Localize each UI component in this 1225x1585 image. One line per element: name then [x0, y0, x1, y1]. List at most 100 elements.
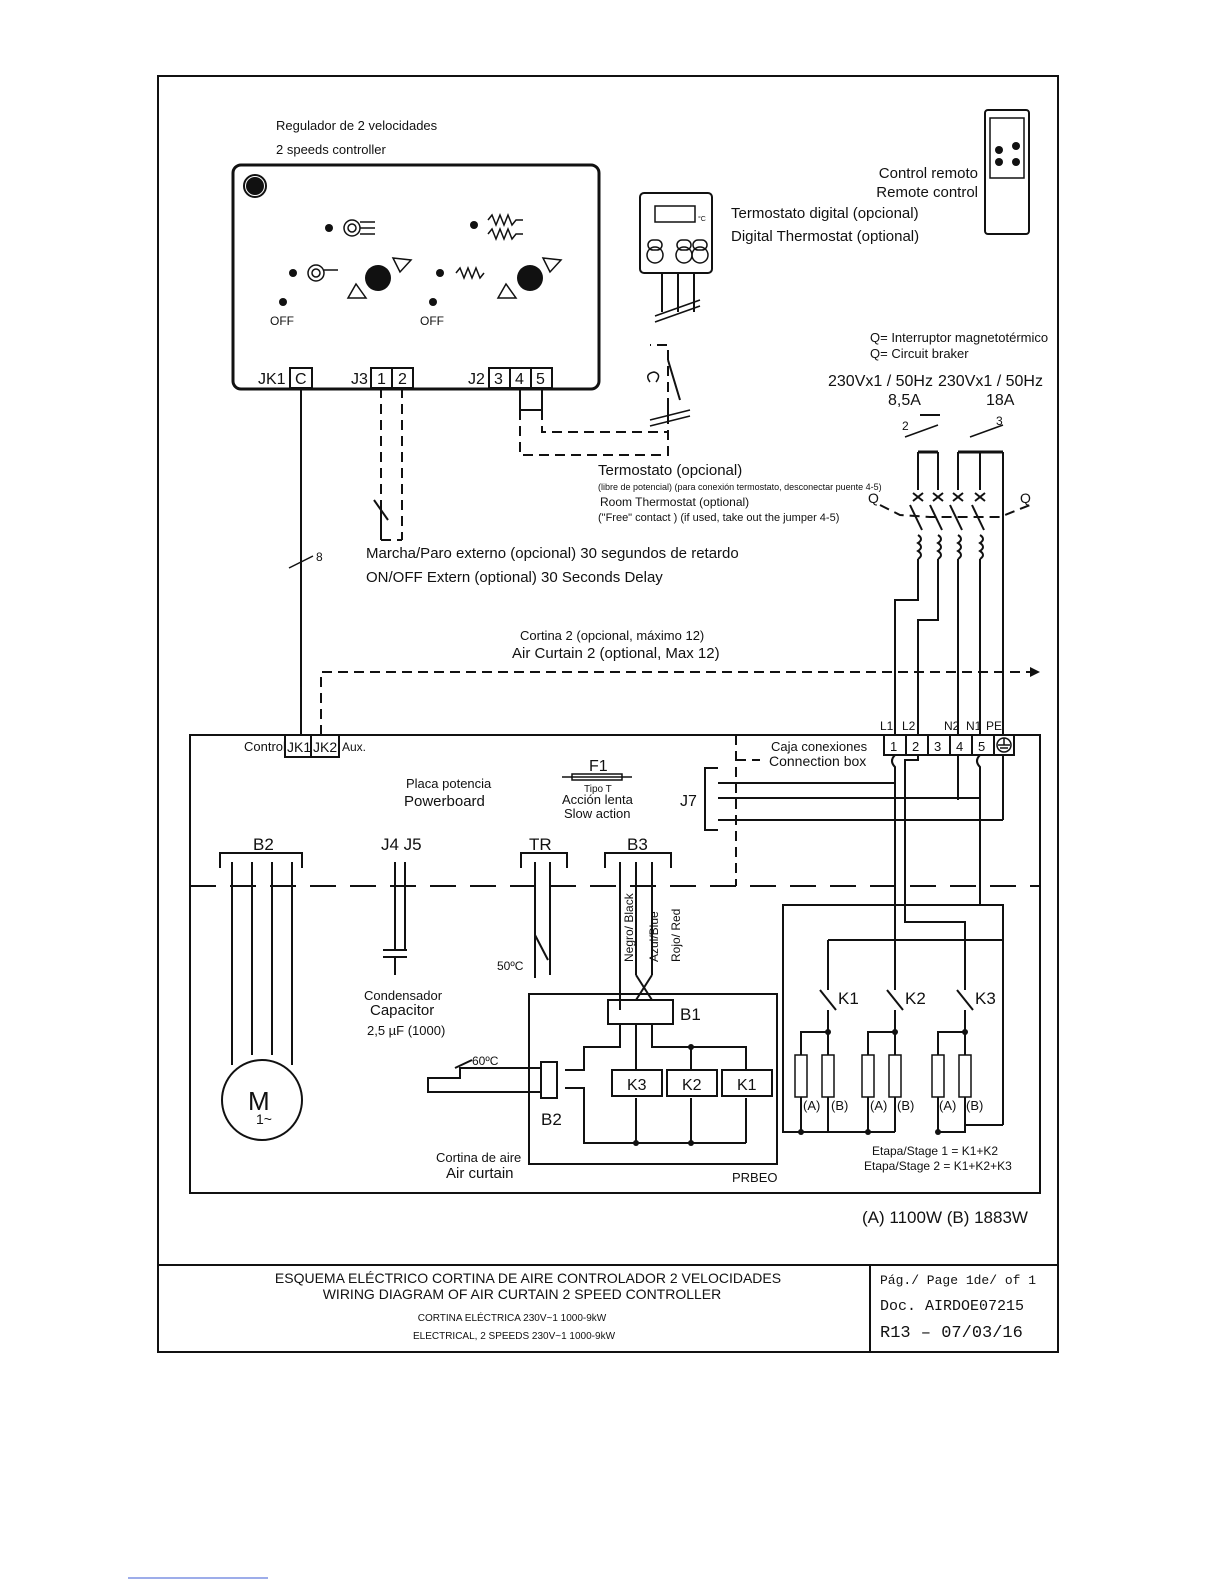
contactor-switches [800, 975, 974, 1055]
fan-off-label: OFF [270, 314, 294, 328]
terminal-n1: N1 [966, 719, 982, 733]
room-thermostat-wire-2 [541, 410, 668, 433]
terminal-2: 2 [912, 739, 919, 754]
thermostat-break-1 [654, 299, 701, 317]
controller-title-en: 2 speeds controller [276, 142, 387, 157]
supply2-amp: 18A [986, 392, 1015, 409]
capacitor-label-en: Capacitor [370, 1002, 434, 1019]
digital-thermostat-label-es: Termostato digital (opcional) [731, 205, 919, 222]
powerboard-frame [189, 734, 1041, 1194]
terminal-3: 3 [934, 739, 941, 754]
stage1-label: Etapa/Stage 1 = K1+K2 [872, 1144, 998, 1158]
fan-low-icon [307, 264, 338, 282]
controller-jk1-label: JK1 [258, 371, 286, 388]
powerboard-label-es: Placa potencia [406, 776, 492, 791]
curtain-label-es: Cortina de aire [436, 1150, 521, 1165]
controller-j2-label: J2 [468, 371, 485, 388]
control-label: Control [244, 739, 286, 754]
j7-label: J7 [680, 793, 697, 810]
safety-thermostat-switch-icon [454, 1059, 473, 1069]
thermostat-unit: °C [698, 215, 706, 223]
heater-b-1: (B) [831, 1098, 848, 1113]
b2-sub-label: B2 [541, 1110, 562, 1129]
thermostat-buttons-icon [646, 239, 709, 264]
remote-label-en: Remote control [876, 184, 978, 201]
curtain2-link [320, 671, 1030, 735]
supply2-wire-tick [969, 424, 1004, 438]
subtitle-en: ELECTRICAL, 2 SPEEDS 230V~1 1000-9kW [413, 1331, 616, 1342]
onoff-switch-blade [373, 499, 389, 521]
contactor-k1: K1 [838, 989, 859, 1008]
room-thermostat-note-es: (libre de potencial) (para conexión term… [598, 482, 882, 492]
b1-connector [607, 999, 674, 1025]
contactor-k2: K2 [905, 989, 926, 1008]
heat-knob[interactable] [517, 265, 543, 291]
curtain-label-en: Air curtain [446, 1165, 514, 1182]
room-thermostat-title-en: Room Thermostat (optional) [600, 495, 749, 509]
breaker-label-es: Q= Interruptor magnetotérmico [870, 330, 1048, 345]
b1-label: B1 [680, 1005, 701, 1024]
fuse-type: Tipo T [584, 784, 612, 795]
tr-temp: 50ºC [497, 959, 524, 973]
power-rating: (A) 1100W (B) 1883W [862, 1208, 1028, 1227]
ground-icon [996, 737, 1012, 753]
thermostat-display [654, 205, 696, 223]
fan-up-arrow-icon [391, 257, 413, 274]
b3-connector [604, 852, 672, 868]
heat-high-led [470, 221, 478, 229]
heat-down-arrow-icon [496, 282, 518, 299]
prbeo-wiring [565, 1024, 747, 1146]
j4j5-label: J4 J5 [381, 835, 422, 854]
breaker-q-right: Q [1020, 490, 1031, 506]
onoff-label-es: Marcha/Paro externo (opcional) 30 segund… [366, 545, 739, 562]
powerboard-label-en: Powerboard [404, 793, 485, 810]
doc-number: Doc. AIRDOE07215 [880, 1298, 1024, 1315]
digital-thermostat-label-en: Digital Thermostat (optional) [731, 228, 919, 245]
fan-off-led [279, 298, 287, 306]
thermostat-break-2 [654, 305, 701, 323]
fuse-label: F1 [589, 758, 608, 775]
relay-k2 [666, 1069, 718, 1097]
fuse-en: Slow action [564, 806, 630, 821]
b2-connector [219, 852, 303, 868]
supply-wiring [894, 452, 1004, 735]
controller-power-led [246, 177, 264, 195]
remote-keypad [989, 117, 1025, 179]
terminal-j2-4-label: 4 [515, 371, 524, 388]
onoff-label-en: ON/OFF Extern (optional) 30 Seconds Dela… [366, 569, 663, 586]
terminal-n2: N2 [944, 719, 960, 733]
jumper-4-5 [519, 388, 543, 411]
capacitor-value: 2,5 µF (1000) [367, 1023, 445, 1038]
connection-box-label-es: Caja conexiones [771, 739, 868, 754]
terminal-1: 1 [890, 739, 897, 754]
tr-connector [520, 852, 568, 868]
terminal-j2-3-label: 3 [494, 371, 503, 388]
controller-title-es: Regulador de 2 velocidades [276, 118, 438, 133]
terminal-j3-2-label: 2 [398, 371, 407, 388]
fan-high-led [325, 224, 333, 232]
title-es: ESQUEMA ELÉCTRICO CORTINA DE AIRE CONTRO… [275, 1270, 781, 1286]
controller-box [231, 163, 601, 391]
board-jk2 [310, 734, 340, 758]
relay-k3-label: K3 [627, 1077, 647, 1094]
motor-sub: 1~ [256, 1111, 272, 1127]
fan-speed-knob[interactable] [365, 265, 391, 291]
b3-wiring [619, 862, 653, 1010]
fan-high-icon [343, 219, 375, 237]
heat-off-label: OFF [420, 314, 444, 328]
j7-connector [704, 767, 718, 831]
heater-a-3: (A) [939, 1098, 956, 1113]
remote-control-box [984, 109, 1030, 235]
terminal-j3-1-label: 1 [377, 371, 386, 388]
terminal-4: 4 [956, 739, 963, 754]
terminal-block [883, 734, 1015, 756]
capacitor-label-es: Condensador [364, 988, 443, 1003]
breaker-label-en: Q= Circuit braker [870, 346, 969, 361]
remote-buttons-icon [995, 142, 1020, 166]
contactor-k3: K3 [975, 989, 996, 1008]
title-en: WIRING DIAGRAM OF AIR CURTAIN 2 SPEED CO… [323, 1286, 722, 1302]
terminal-l2: L2 [902, 719, 916, 733]
relay-k1 [721, 1069, 773, 1097]
supply1-wire-tick [904, 424, 939, 438]
